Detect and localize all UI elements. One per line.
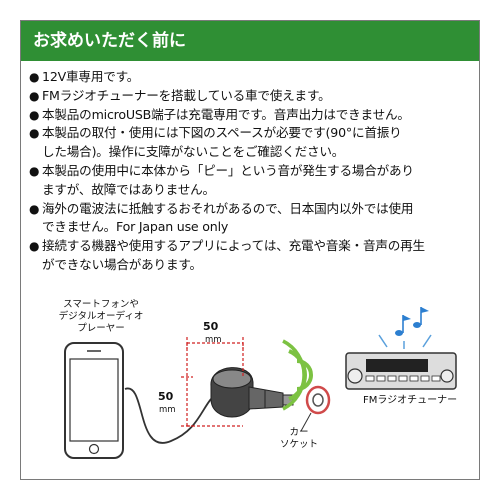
bullet-icon: ● [29, 88, 40, 103]
note-text: 12V車専用です。 [42, 69, 140, 84]
note-item: ●海外の電波法に抵触するおそれがあるので、日本国内以外では使用 できません。Fo… [29, 200, 473, 238]
usb-cable [124, 387, 212, 444]
usage-diagram: スマートフォンや デジタルオーディオ プレーヤー 50 mm 50 mm カー … [21, 291, 479, 479]
note-item: ●本製品のmicroUSB端子は充電専用です。音声出力はできません。 [29, 106, 473, 125]
bullet-icon: ● [29, 70, 40, 84]
player-label: スマートフォンや デジタルオーディオ プレーヤー [58, 299, 144, 334]
notes-list: ●12V車専用です。 ●FMラジオチューナーを搭載している車で使えます。 ●本製… [29, 68, 473, 275]
music-note-icon [395, 307, 429, 336]
note-item: ●接続する機器や使用するアプリによっては、充電や音楽・音声の再生 ができない場合… [29, 237, 473, 275]
diagram-illustration [64, 307, 457, 459]
note-text: 本製品のmicroUSB端子は充電専用です。音声出力はできません。 [42, 106, 410, 122]
note-text: 本製品の取付・使用には下図のスペースが必要です(90°に首振り した場合)。操作… [42, 125, 402, 160]
dimension-side-unit: mm [159, 405, 176, 415]
transmitter-icon [210, 367, 294, 418]
note-item: ●FMラジオチューナーを搭載している車で使えます。 [29, 87, 473, 106]
dimension-side-value: 50 [158, 390, 174, 403]
car-socket-icon [300, 385, 331, 432]
bullet-icon: ● [29, 107, 40, 122]
fm-radio-icon [345, 352, 457, 390]
dimension-top-unit: mm [205, 335, 222, 345]
notice-panel: お求めいただく前に ●12V車専用です。 ●FMラジオチューナーを搭載している車… [20, 20, 480, 480]
dimension-top-value: 50 [203, 320, 219, 333]
note-text: 本製品の使用中に本体から「ピー」という音が発生する場合があり ますが、故障ではあ… [42, 162, 414, 197]
smartphone-icon [64, 342, 124, 459]
socket-label: カー ソケット [279, 427, 318, 450]
bullet-icon: ● [29, 163, 40, 178]
radio-label: FMラジオチューナー [363, 395, 458, 406]
section-header: お求めいただく前に [21, 21, 479, 61]
note-item: ●12V車専用です。 [29, 68, 473, 87]
bullet-icon: ● [29, 201, 40, 216]
bullet-icon: ● [29, 239, 40, 254]
note-text: 接続する機器や使用するアプリによっては、充電や音楽・音声の再生 ができない場合が… [42, 238, 425, 272]
dimension-lines [181, 337, 244, 427]
sound-lines [378, 334, 432, 349]
note-item: ●本製品の使用中に本体から「ピー」という音が発生する場合があり ますが、故障では… [29, 162, 473, 200]
note-text: FMラジオチューナーを搭載している車で使えます。 [42, 87, 331, 103]
radio-waves-icon [282, 339, 313, 411]
note-text: 海外の電波法に抵触するおそれがあるので、日本国内以外では使用 できません。For… [42, 200, 414, 235]
note-item: ●本製品の取付・使用には下図のスペースが必要です(90°に首振り した場合)。操… [29, 124, 473, 162]
bullet-icon: ● [29, 126, 40, 141]
